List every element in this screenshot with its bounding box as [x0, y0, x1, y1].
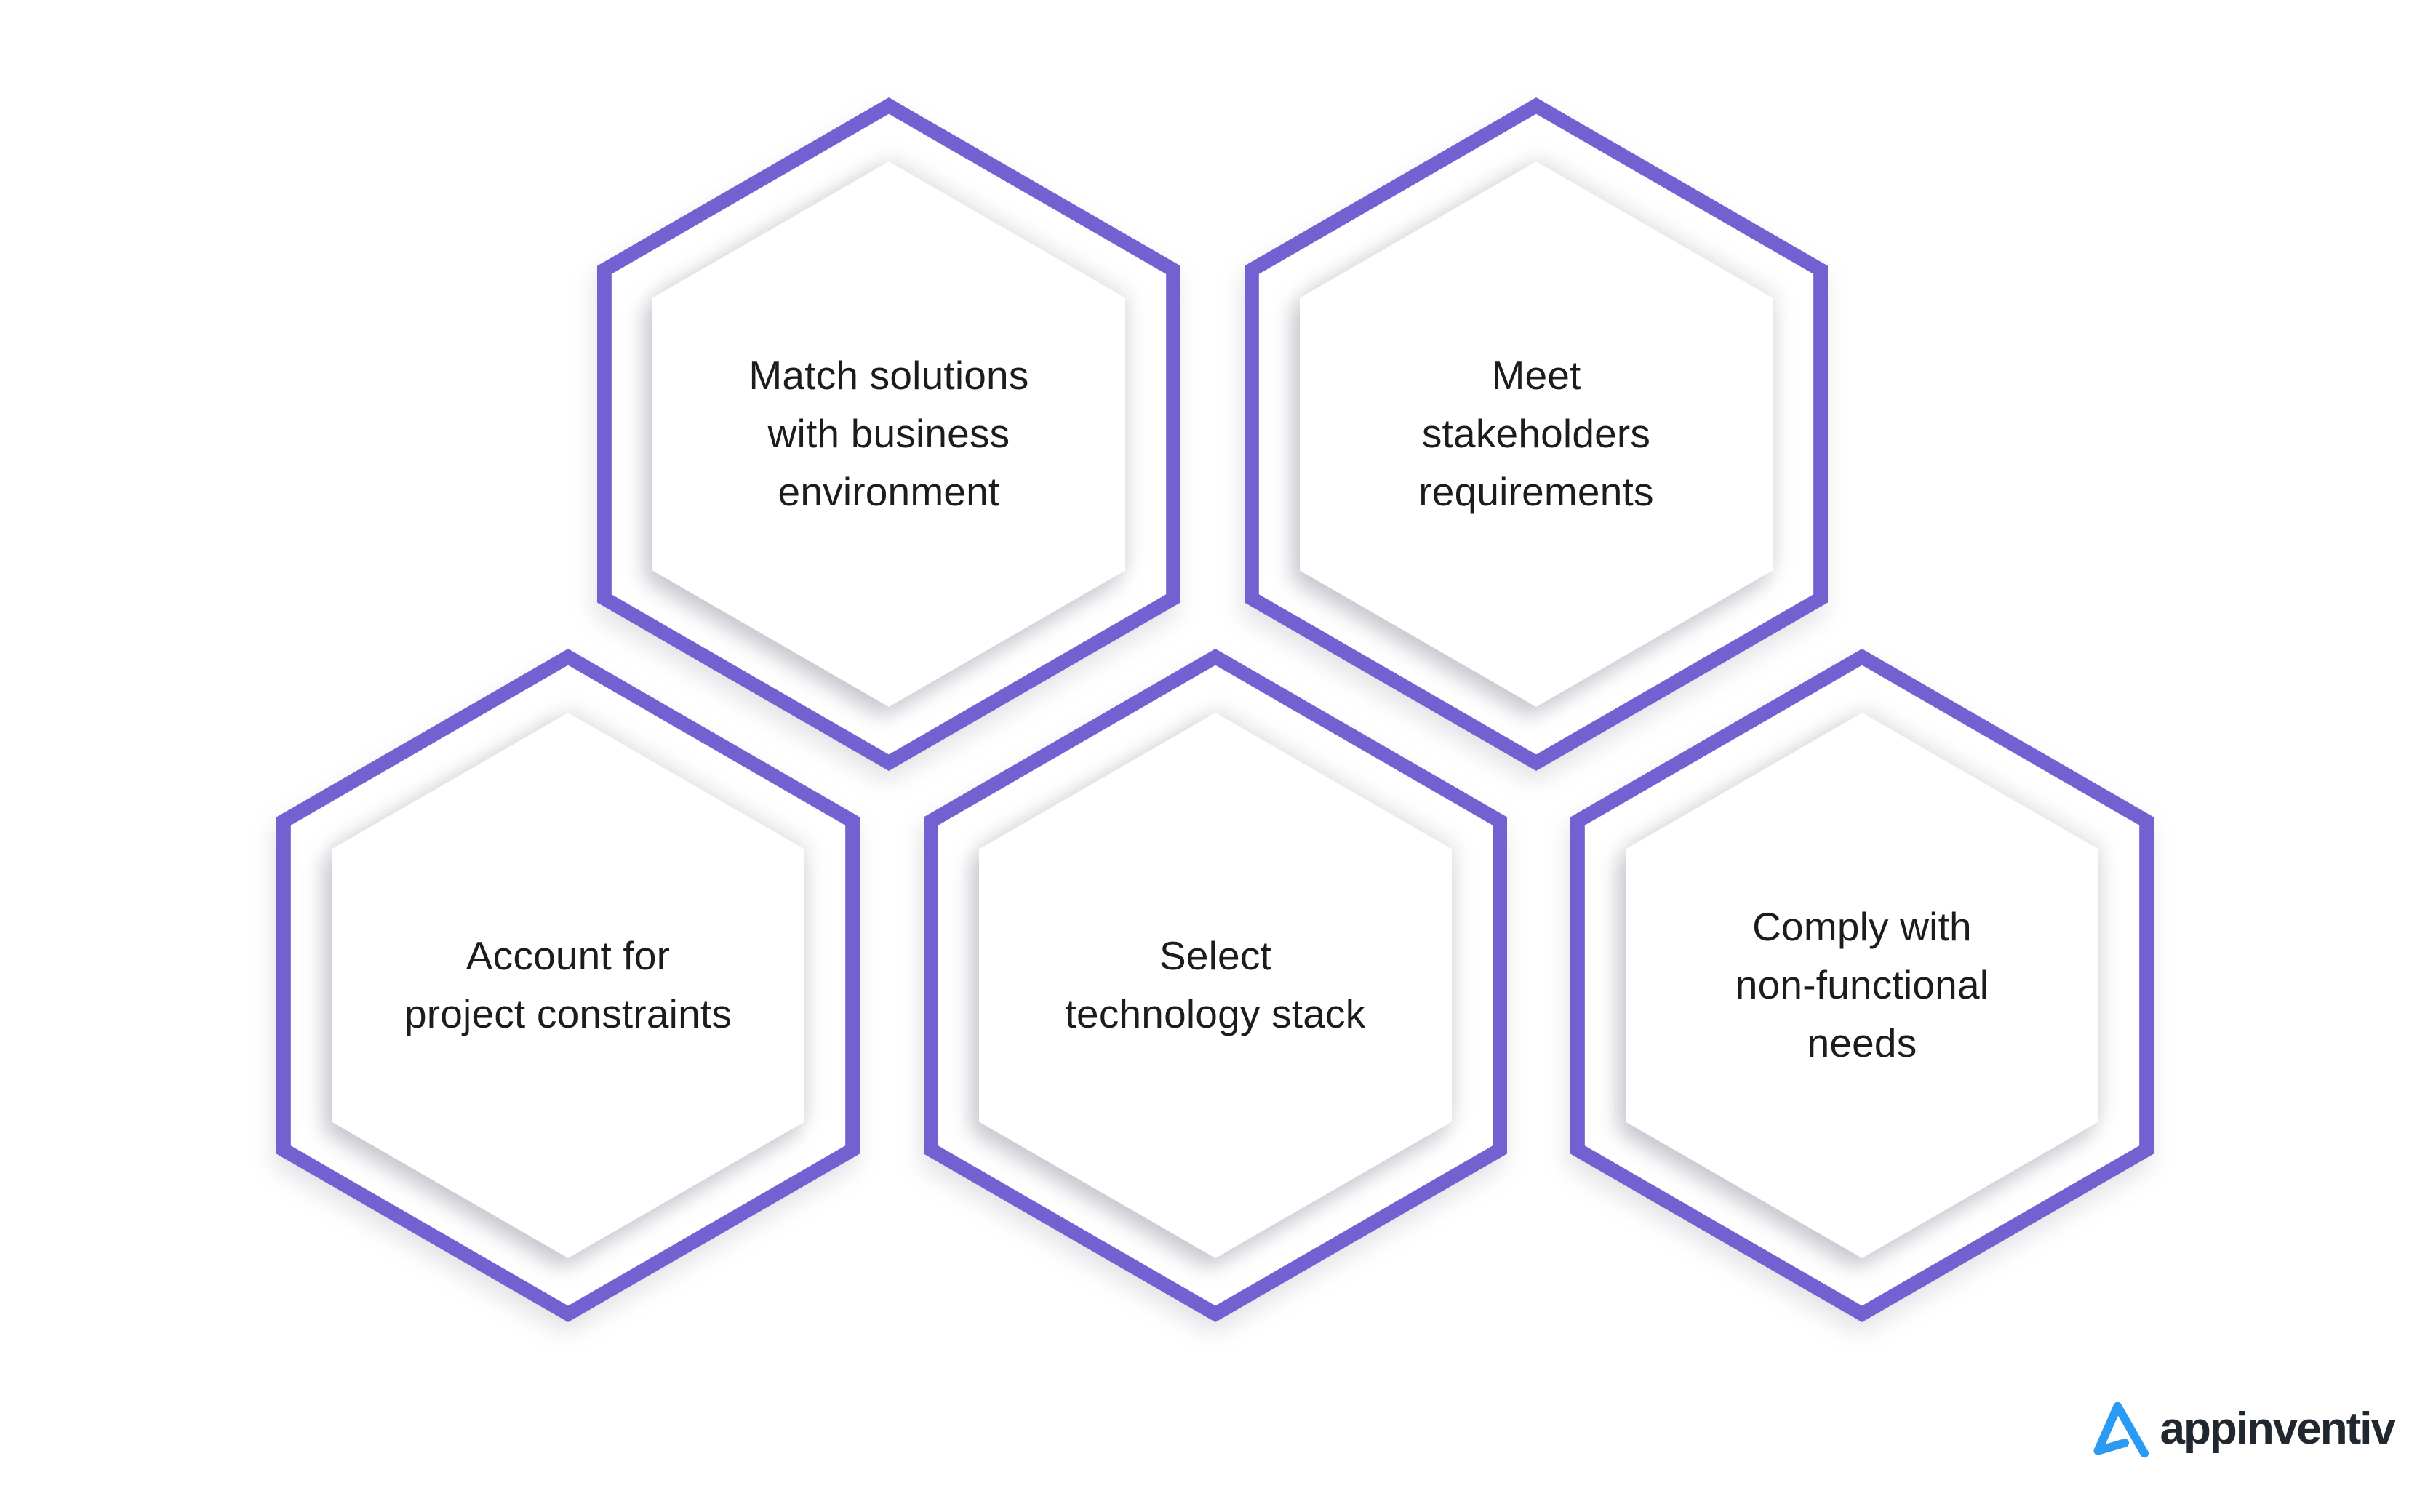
hexagon-meet-stakeholders: Meet stakeholders requirements: [1245, 97, 1828, 771]
label-line: project constraints: [404, 991, 732, 1036]
label-line: non-functional: [1735, 962, 1989, 1008]
label-line: Account for: [466, 933, 671, 979]
hexagon-account-constraints: Account for project constraints: [276, 649, 860, 1322]
hexagon-face: Select technology stack: [979, 713, 1452, 1258]
hexagon-select-stack: Select technology stack: [924, 649, 1507, 1322]
hexagon-comply-nonfunctional: Comply with non-functional needs: [1570, 649, 2154, 1322]
label-line: Match solutions: [748, 353, 1029, 399]
logo-wordmark: appinventiv: [2160, 1403, 2396, 1454]
hexagon-label: Comply with non-functional needs: [1735, 898, 1989, 1072]
hexagon-label: Match solutions with business environmen…: [748, 347, 1028, 521]
label-line: stakeholders: [1421, 411, 1651, 457]
label-line: with business: [767, 411, 1010, 457]
hexagon-label: Meet stakeholders requirements: [1418, 347, 1653, 521]
label-line: Comply with: [1752, 904, 1972, 950]
hexagon-label: Account for project constraints: [404, 927, 732, 1044]
hexagon-face: Meet stakeholders requirements: [1300, 161, 1773, 707]
hexagon-face: Match solutions with business environmen…: [652, 161, 1125, 707]
label-line: Select: [1159, 933, 1272, 979]
hexagon-label: Select technology stack: [1066, 927, 1366, 1044]
appinventiv-logo: appinventiv: [2087, 1397, 2396, 1463]
hexagon-face: Comply with non-functional needs: [1626, 713, 2098, 1258]
label-line: technology stack: [1065, 991, 1366, 1036]
hexagon-face: Account for project constraints: [332, 713, 804, 1258]
appinventiv-triangle-a-icon: [2087, 1397, 2152, 1463]
label-line: environment: [778, 468, 1000, 514]
label-line: requirements: [1418, 468, 1654, 514]
hexagon-match-solutions: Match solutions with business environmen…: [597, 97, 1180, 771]
label-line: needs: [1807, 1020, 1917, 1065]
label-line: Meet: [1491, 353, 1581, 399]
